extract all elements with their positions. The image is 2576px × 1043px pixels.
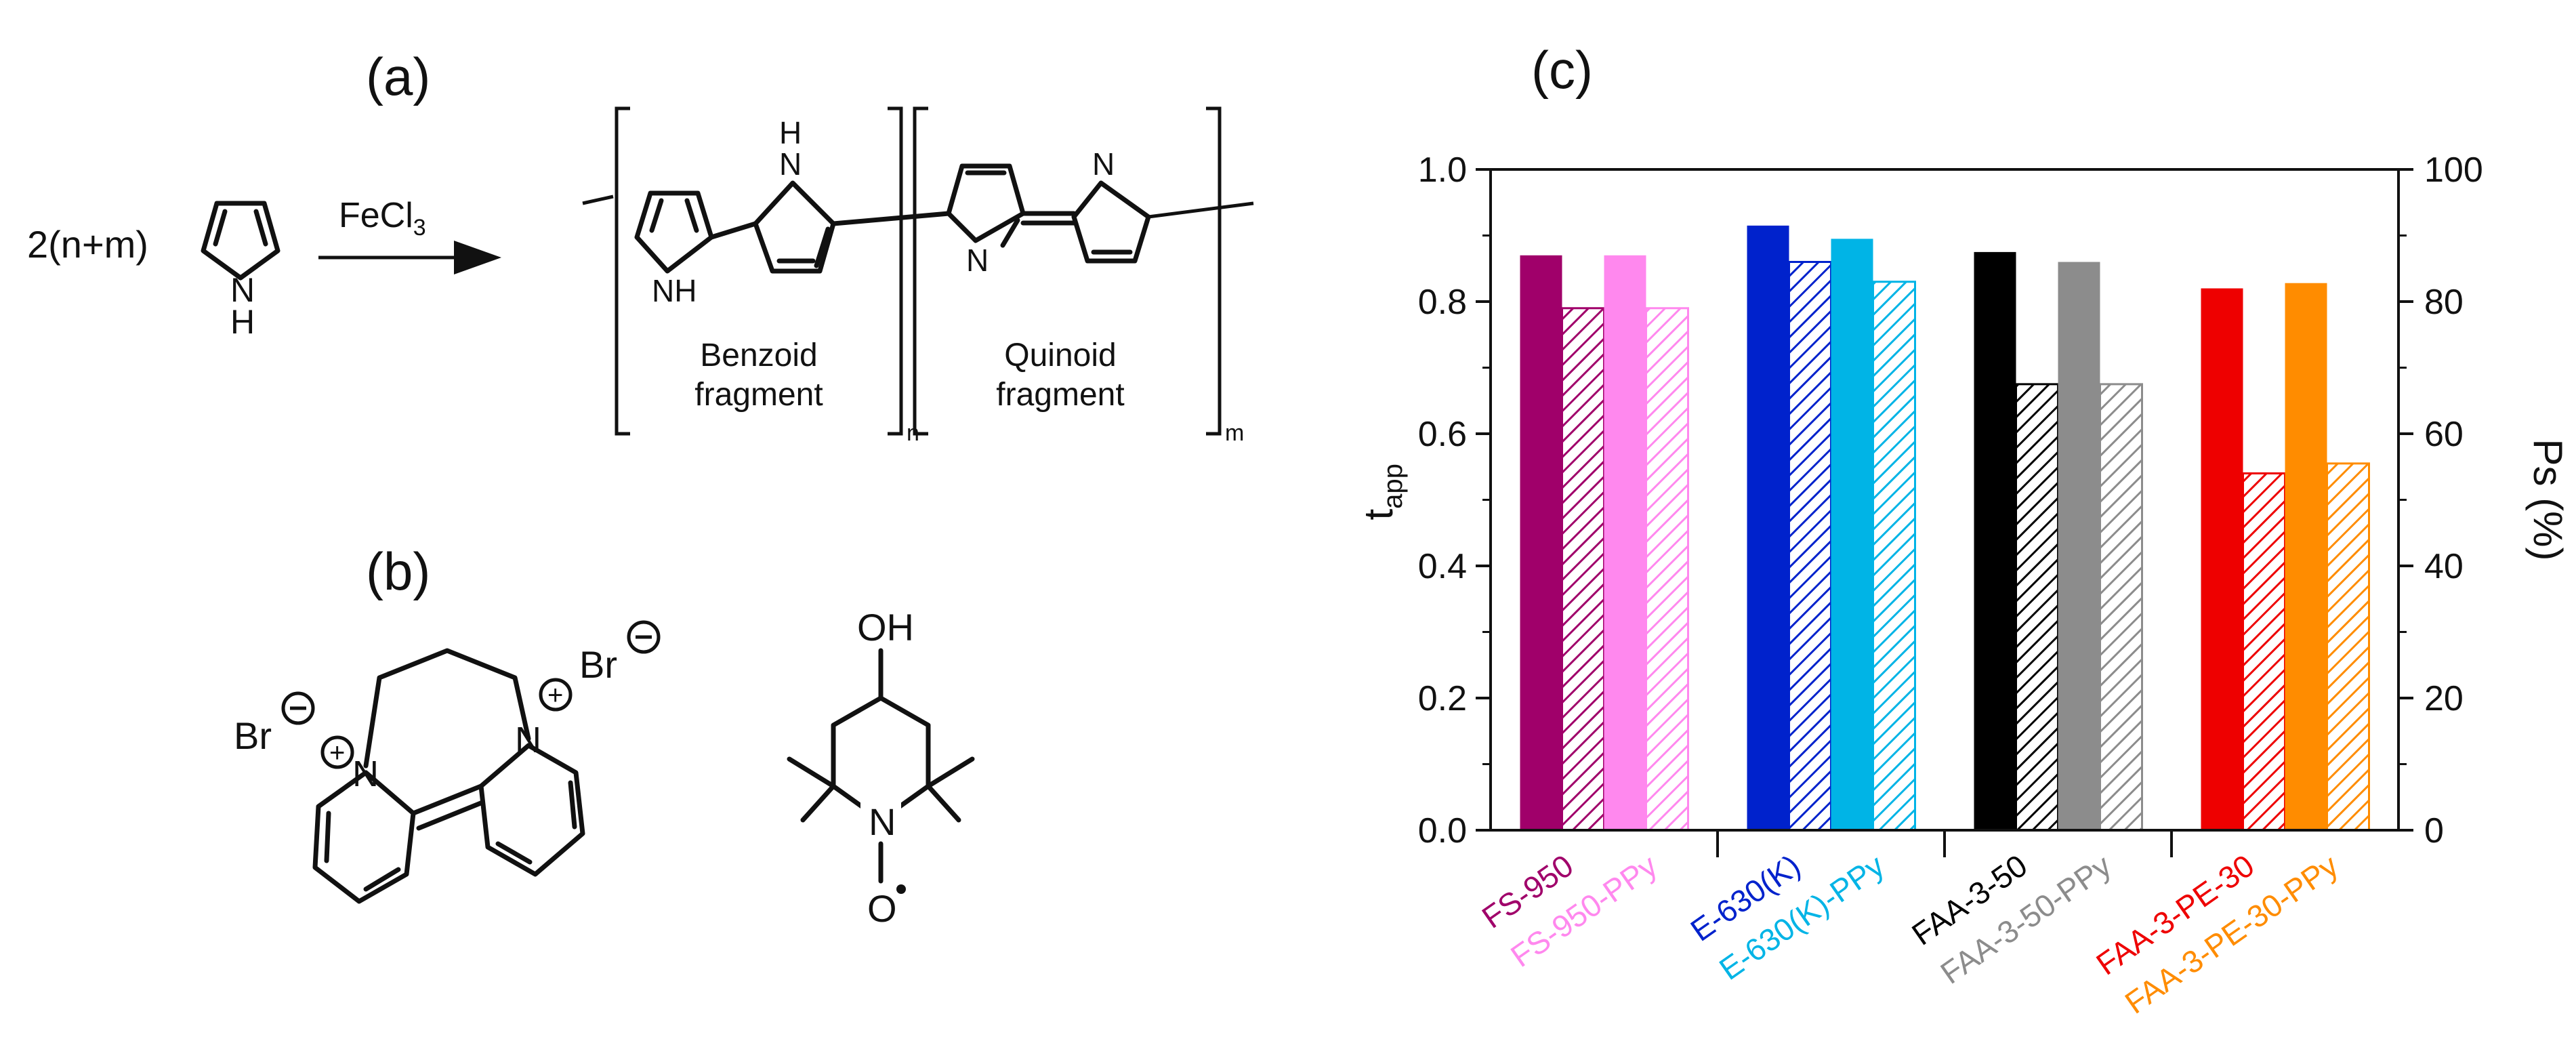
tempol-o: O xyxy=(867,887,897,930)
bar-hatched-e-630-k-ppy xyxy=(1872,281,1916,832)
reagent-fecl3: FeCl3 xyxy=(339,196,426,241)
panel-label-b: (b) xyxy=(366,541,430,601)
panel-label-c: (c) xyxy=(1531,40,1593,100)
scheme-a: 2(n+m) N H FeCl3 NH xyxy=(27,106,1254,446)
bar-hatched-e-630-k- xyxy=(1788,261,1832,832)
y-tick-label-right: 80 xyxy=(2424,283,2464,322)
benzoid-label-1: Benzoid xyxy=(700,338,817,373)
y-tick-label-left: 0.4 xyxy=(1418,547,1467,586)
radical-dot xyxy=(896,884,906,894)
bar-solid-faa-3-pe-30 xyxy=(2201,288,2243,830)
diquat-n-right: N xyxy=(515,720,541,760)
bromide-left: Br xyxy=(234,714,272,757)
benzoid-n-2: N xyxy=(779,146,802,182)
minus-charge-right xyxy=(627,620,661,654)
bar-hatched-faa-3-pe-30 xyxy=(2242,472,2286,832)
bar-solid-faa-3-50 xyxy=(1974,251,2016,830)
quinoid-n-2: N xyxy=(1092,146,1115,182)
bar-solid-faa-3-pe-30-ppy xyxy=(2285,283,2327,830)
bar-hatched-faa-3-50 xyxy=(2015,383,2059,832)
bar-solid-fs-950 xyxy=(1520,255,1562,830)
bar-solid-fs-950-ppy xyxy=(1604,255,1646,830)
quinoid-label-2: fragment xyxy=(996,377,1124,413)
y-tick-label-left: 0.6 xyxy=(1418,415,1467,454)
bar-hatched-faa-3-50-ppy xyxy=(2099,383,2143,832)
y-tick-label-left: 0.2 xyxy=(1418,679,1467,718)
benzoid-label-2: fragment xyxy=(694,377,823,413)
y-tick-label-left: 1.0 xyxy=(1418,150,1467,190)
y-tick-label-right: 40 xyxy=(2424,547,2464,586)
reactant-coefficient: 2(n+m) xyxy=(27,223,148,266)
tempol-n: N xyxy=(869,800,896,843)
axes-layer xyxy=(1476,168,2413,857)
quinoid-n-1: N xyxy=(966,243,989,278)
benzoid-h-2: H xyxy=(779,115,802,150)
bar-solid-e-630-k-ppy xyxy=(1831,239,1873,830)
scheme-b-tempol: OH N O xyxy=(787,606,975,930)
y-tick-label-right: 0 xyxy=(2424,811,2444,851)
bar-hatched-faa-3-pe-30-ppy xyxy=(2326,462,2370,832)
bar-hatched-fs-950-ppy xyxy=(1645,307,1689,832)
bar-solid-faa-3-50-ppy xyxy=(2058,262,2100,830)
pyrrole-n: N xyxy=(230,271,255,309)
y-tick-label-left: 0.8 xyxy=(1418,283,1467,322)
y-tick-label-right: 20 xyxy=(2424,679,2464,718)
tempol-oh: OH xyxy=(857,606,914,649)
polypyrrole-structure: NH N H n N N xyxy=(582,106,1254,446)
y-tick-label-right: 100 xyxy=(2424,150,2483,190)
bar-hatched-fs-950 xyxy=(1561,307,1605,832)
panel-label-a: (a) xyxy=(366,47,430,106)
y-axis-title-left: tapp xyxy=(1356,464,1408,520)
bars-layer xyxy=(1520,225,2370,832)
pyrrole-h: H xyxy=(230,303,255,341)
diquat-n-left: N xyxy=(352,754,379,794)
quinoid-label-1: Quinoid xyxy=(1004,338,1116,373)
chemistry-schemes: (a) 2(n+m) N H FeCl3 NH xyxy=(27,47,1254,930)
svg-text:+: + xyxy=(547,680,563,710)
benzoid-nh-1: NH xyxy=(652,273,697,308)
svg-text:+: + xyxy=(329,738,345,768)
subscript-m: m xyxy=(1225,420,1244,446)
minus-charge-left xyxy=(281,691,315,725)
bar-solid-e-630-k- xyxy=(1747,225,1789,830)
scheme-b-diquat: N N + + Br Br xyxy=(234,620,661,904)
y-tick-label-right: 60 xyxy=(2424,415,2464,454)
plus-charge-left xyxy=(320,735,354,769)
y-tick-label-left: 0.0 xyxy=(1418,811,1467,851)
plus-charge-right xyxy=(539,678,573,712)
bromide-right: Br xyxy=(579,643,617,686)
pyrrole-monomer: N H xyxy=(201,201,281,341)
y-axis-title-right: Ps (%) xyxy=(2525,439,2571,561)
